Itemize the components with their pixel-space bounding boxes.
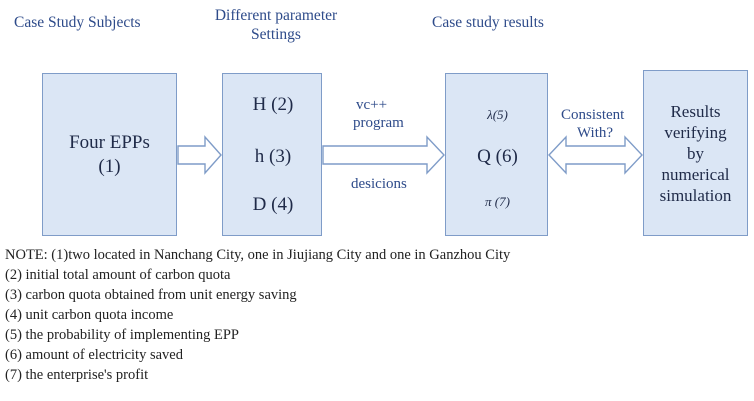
result-lambda: λ(5) [487,107,508,122]
header-parameter-settings: Different parameter Settings [196,6,356,44]
note-line: (2) initial total amount of carbon quota [5,267,231,283]
subjects-line2: (1) [98,155,121,177]
label-decisions: desicions [351,176,407,192]
param-H: H (2) [252,94,294,115]
label-with: With? [577,125,614,141]
param-D: D (4) [252,194,294,215]
verify-line2: verifying [664,122,727,142]
arrow-params-to-results [322,135,445,175]
box-case-study-results: λ(5) Q (6) π (7) [445,73,548,236]
verify-line3: by [687,143,704,163]
note-line: (4) unit carbon quota income [5,307,174,323]
label-program: program [353,115,404,131]
verify-line4: numerical [661,164,730,184]
note-line: NOTE: (1)two located in Nanchang City, o… [5,247,511,263]
verify-line5: simulation [659,185,732,205]
subjects-line1: Four EPPs [69,131,150,153]
verify-line1: Results [670,101,721,121]
note-line: (5) the probability of implementing EPP [5,327,239,343]
result-Q: Q (6) [477,146,518,167]
header-case-study-results: Case study results [432,14,544,31]
param-h: h (3) [254,146,292,167]
arrow-subjects-to-params [177,135,222,175]
label-consistent: Consistent [561,107,625,123]
header-parameter-line1: Different parameter [214,7,338,24]
label-vcpp: vc++ [356,97,388,113]
note-line: (3) carbon quota obtained from unit ener… [5,287,297,303]
note-line: (6) amount of electricity saved [5,347,183,363]
arrow-results-verify-double [548,135,643,175]
box-case-study-subjects: Four EPPs (1) [42,73,177,236]
note-line: (7) the enterprise's profit [5,367,149,383]
result-pi: π (7) [485,194,510,209]
header-case-study-subjects: Case Study Subjects [14,14,141,31]
box-parameter-settings: H (2) h (3) D (4) [222,73,322,236]
box-results-verifying: Results verifying by numerical simulatio… [643,70,748,236]
header-parameter-line2: Settings [251,26,301,43]
